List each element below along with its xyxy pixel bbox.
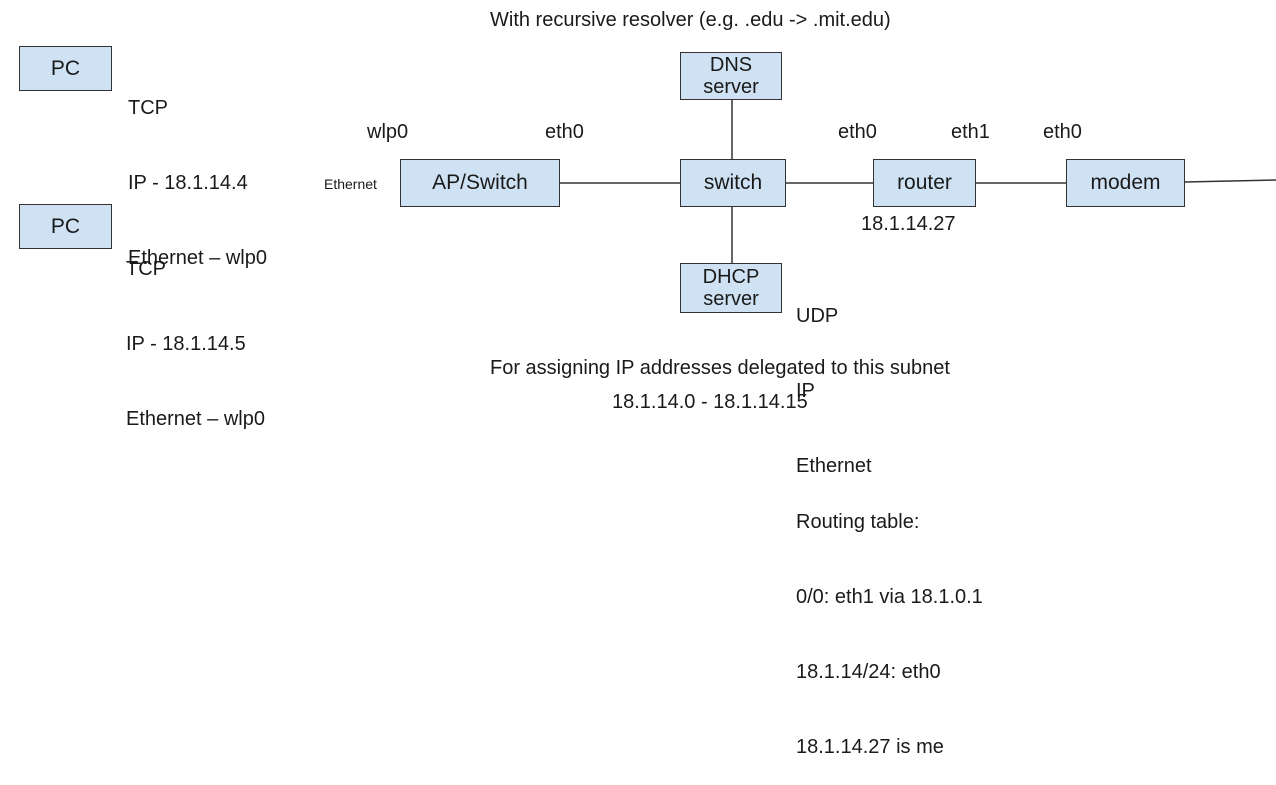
label-eth1-router: eth1 [951, 121, 990, 143]
routing-table: Routing table: 0/0: eth1 via 18.1.0.1 18… [796, 460, 983, 785]
pc1-stack: TCP IP - 18.1.14.4 Ethernet – wlp0 [128, 46, 267, 296]
pc-label: PC [50, 56, 81, 80]
label-ethernet-small: Ethernet [324, 176, 377, 192]
link-modem-uplink [1184, 179, 1276, 183]
label-eth0-ap: eth0 [545, 121, 584, 143]
pc2-stack-layer: Ethernet – wlp0 [126, 408, 265, 430]
routing-table-title: Routing table: [796, 511, 920, 533]
routing-table-row: 18.1.14/24: eth0 [796, 661, 941, 683]
pc1-stack-layer: TCP [128, 97, 168, 119]
subnet-note-line1: For assigning IP addresses delegated to … [490, 357, 950, 379]
label-eth0-router: eth0 [838, 121, 877, 143]
dhcp-server-label: DHCP server [702, 266, 760, 310]
pc-label: PC [50, 214, 81, 238]
router-ip: 18.1.14.27 [861, 213, 956, 235]
ap-switch-node[interactable]: AP/Switch [400, 159, 560, 207]
switch-label: switch [703, 171, 763, 194]
dhcp-stack-layer: IP [796, 380, 815, 402]
dhcp-stack: UDP IP Ethernet [796, 254, 872, 504]
dns-server-node[interactable]: DNS server [680, 52, 782, 100]
pc2-stack: TCP IP - 18.1.14.5 Ethernet – wlp0 [126, 207, 265, 457]
pc2-stack-layer: TCP [126, 258, 166, 280]
dhcp-stack-layer: UDP [796, 305, 839, 327]
pc1-stack-layer: Ethernet – wlp0 [128, 247, 267, 269]
ap-switch-label: AP/Switch [432, 171, 528, 194]
pc2-stack-layer: IP - 18.1.14.5 [126, 333, 246, 355]
connection-lines [560, 100, 1276, 263]
dns-server-label: DNS server [703, 54, 759, 98]
routing-table-row: 0/0: eth1 via 18.1.0.1 [796, 586, 983, 608]
modem-node[interactable]: modem [1066, 159, 1185, 207]
modem-label: modem [1090, 171, 1161, 194]
dhcp-stack-layer: Ethernet [796, 455, 872, 477]
subnet-note-line2: 18.1.14.0 - 18.1.14.15 [612, 391, 808, 413]
pc1-stack-layer: IP - 18.1.14.4 [128, 172, 248, 194]
router-label: router [897, 171, 952, 194]
routing-table-row: 18.1.14.27 is me [796, 736, 944, 758]
dhcp-server-node[interactable]: DHCP server [680, 263, 782, 313]
pc-node-2[interactable]: PC [19, 204, 112, 249]
label-eth0-modem: eth0 [1043, 121, 1082, 143]
diagram-title: With recursive resolver (e.g. .edu -> .m… [490, 9, 891, 31]
router-node[interactable]: router [873, 159, 976, 207]
label-wlp0: wlp0 [367, 121, 409, 143]
pc-node-1[interactable]: PC [19, 46, 112, 91]
switch-node[interactable]: switch [680, 159, 786, 207]
